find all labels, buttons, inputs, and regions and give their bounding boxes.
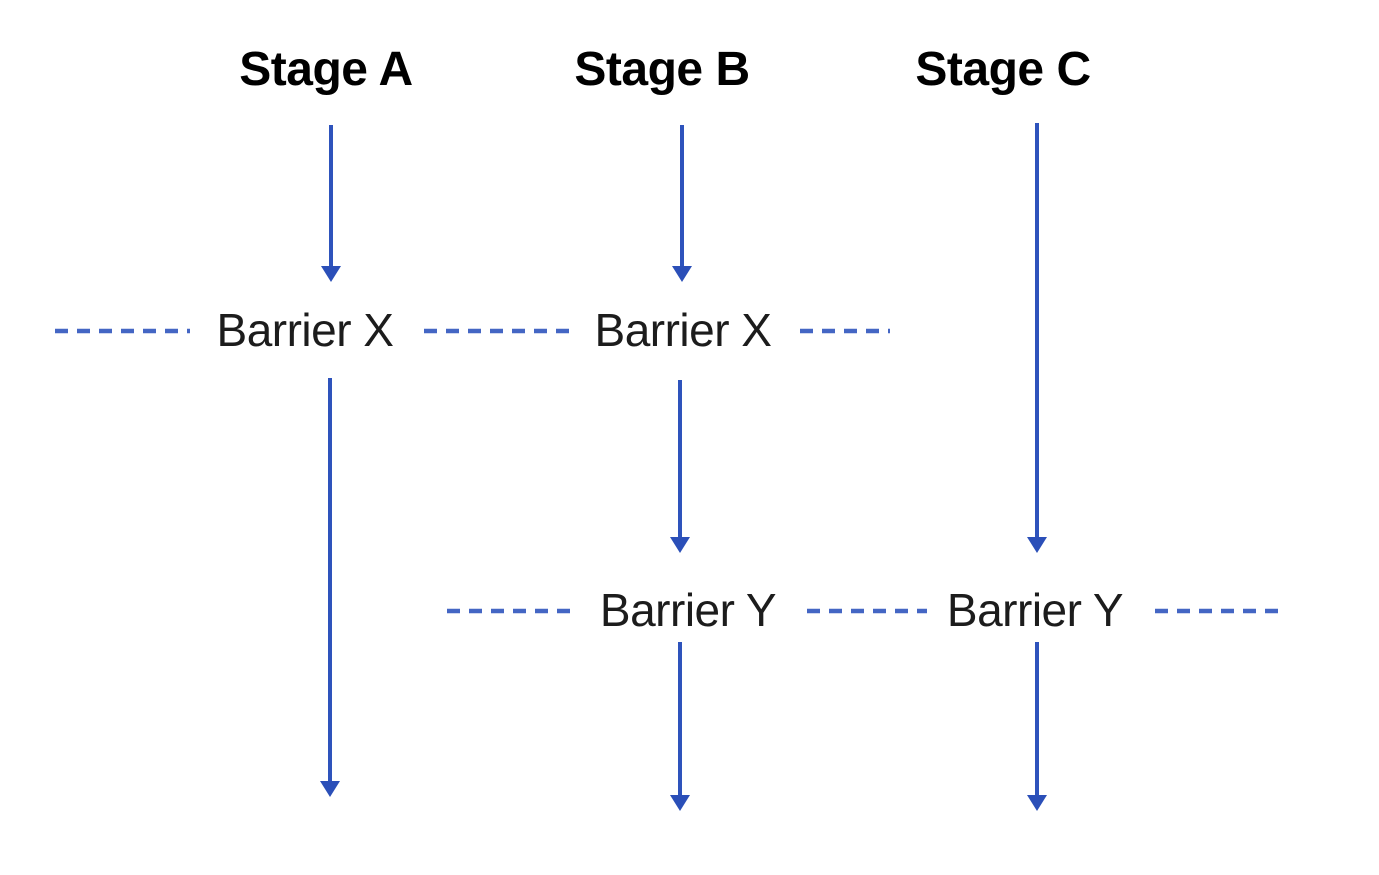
stage-c-label: Stage C xyxy=(915,43,1091,96)
barrier-x-label-stage-a: Barrier X xyxy=(216,304,394,356)
barrier-x-label-stage-b: Barrier X xyxy=(594,304,772,356)
stage-a-label: Stage A xyxy=(239,43,413,96)
barrier-y-label-stage-c: Barrier Y xyxy=(946,584,1124,636)
barrier-y-label-stage-b: Barrier Y xyxy=(599,584,777,636)
stage-b-label: Stage B xyxy=(574,43,750,96)
